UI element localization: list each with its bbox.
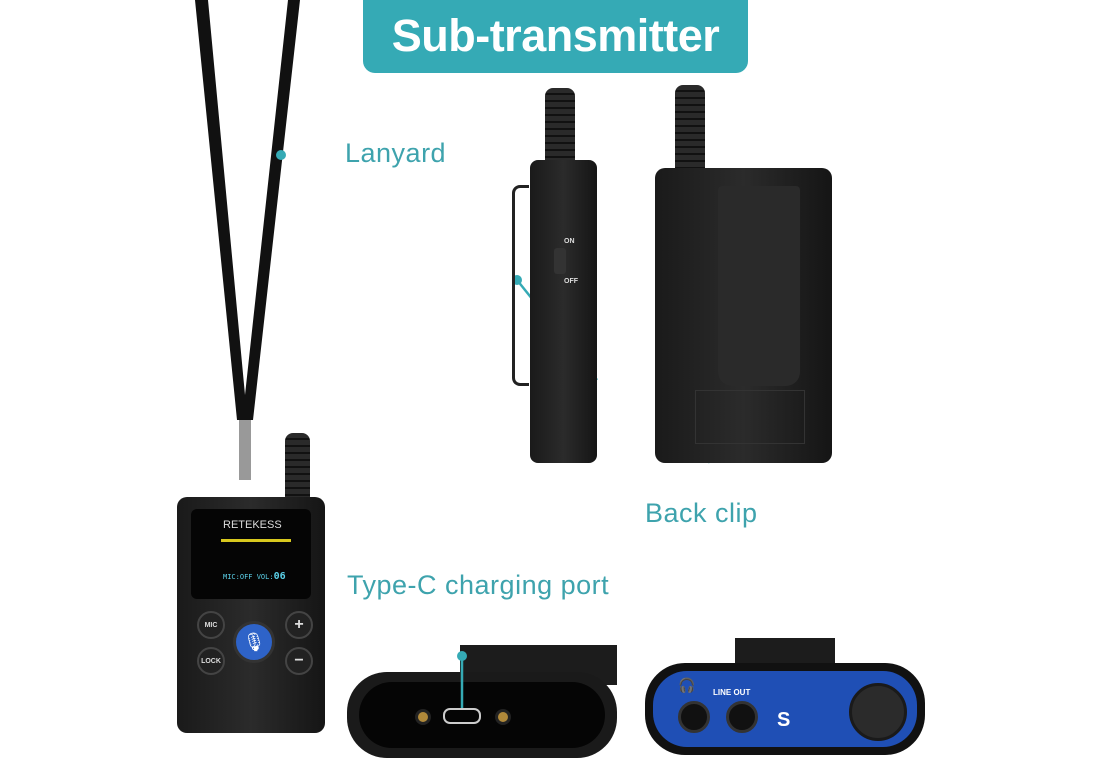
screen-status: MIC:OFF VOL: (223, 573, 274, 581)
sub-letter: S (777, 709, 791, 731)
blue-panel: 🎧 LINE OUT S (653, 671, 917, 747)
brand-logo: RETEKESS (223, 519, 282, 531)
label-type-c: Type-C charging port (347, 570, 610, 600)
lanyard-marker (276, 150, 286, 160)
line-out-label: LINE OUT (713, 688, 751, 697)
label-back-clip: Back clip (645, 498, 758, 528)
bottom-device-left (347, 672, 617, 758)
power-switch[interactable] (554, 248, 566, 274)
volume-knob[interactable] (849, 683, 907, 741)
microphone-icon: 🎙 (242, 631, 266, 652)
status-icons (221, 539, 291, 542)
line-out-jack[interactable] (726, 701, 758, 733)
page-title: Sub-transmitter (363, 0, 748, 73)
mic-button[interactable]: MIC (197, 611, 225, 639)
side-antenna (545, 88, 575, 162)
plus-button[interactable]: + (285, 611, 313, 639)
back-antenna (675, 85, 705, 170)
switch-off-label: OFF (564, 278, 578, 285)
lanyard-clasp (239, 420, 251, 480)
lanyard-strap (195, 0, 300, 420)
headphone-icon: 🎧 (678, 677, 696, 693)
side-clip (512, 185, 529, 386)
headphone-jack[interactable] (678, 701, 710, 733)
bottom-device-right: 🎧 LINE OUT S (645, 663, 925, 755)
minus-button[interactable]: − (285, 647, 313, 675)
front-device: RETEKESS MIC:OFF VOL:06 MIC LOCK + − 🎙 (177, 497, 325, 733)
side-device: ON OFF (530, 160, 597, 463)
volume-value: 06 (273, 571, 286, 582)
back-device (655, 168, 832, 463)
antenna (285, 433, 310, 499)
type-c-port[interactable] (443, 708, 481, 724)
label-area (695, 390, 805, 444)
screen: RETEKESS MIC:OFF VOL:06 (191, 509, 311, 599)
label-lanyard: Lanyard (345, 138, 447, 168)
switch-on-label: ON (564, 238, 575, 245)
aux-jack (495, 709, 511, 725)
lock-button[interactable]: LOCK (197, 647, 225, 675)
back-clip (718, 186, 800, 386)
microphone-button[interactable]: 🎙 (233, 621, 275, 663)
mic-jack (415, 709, 431, 725)
